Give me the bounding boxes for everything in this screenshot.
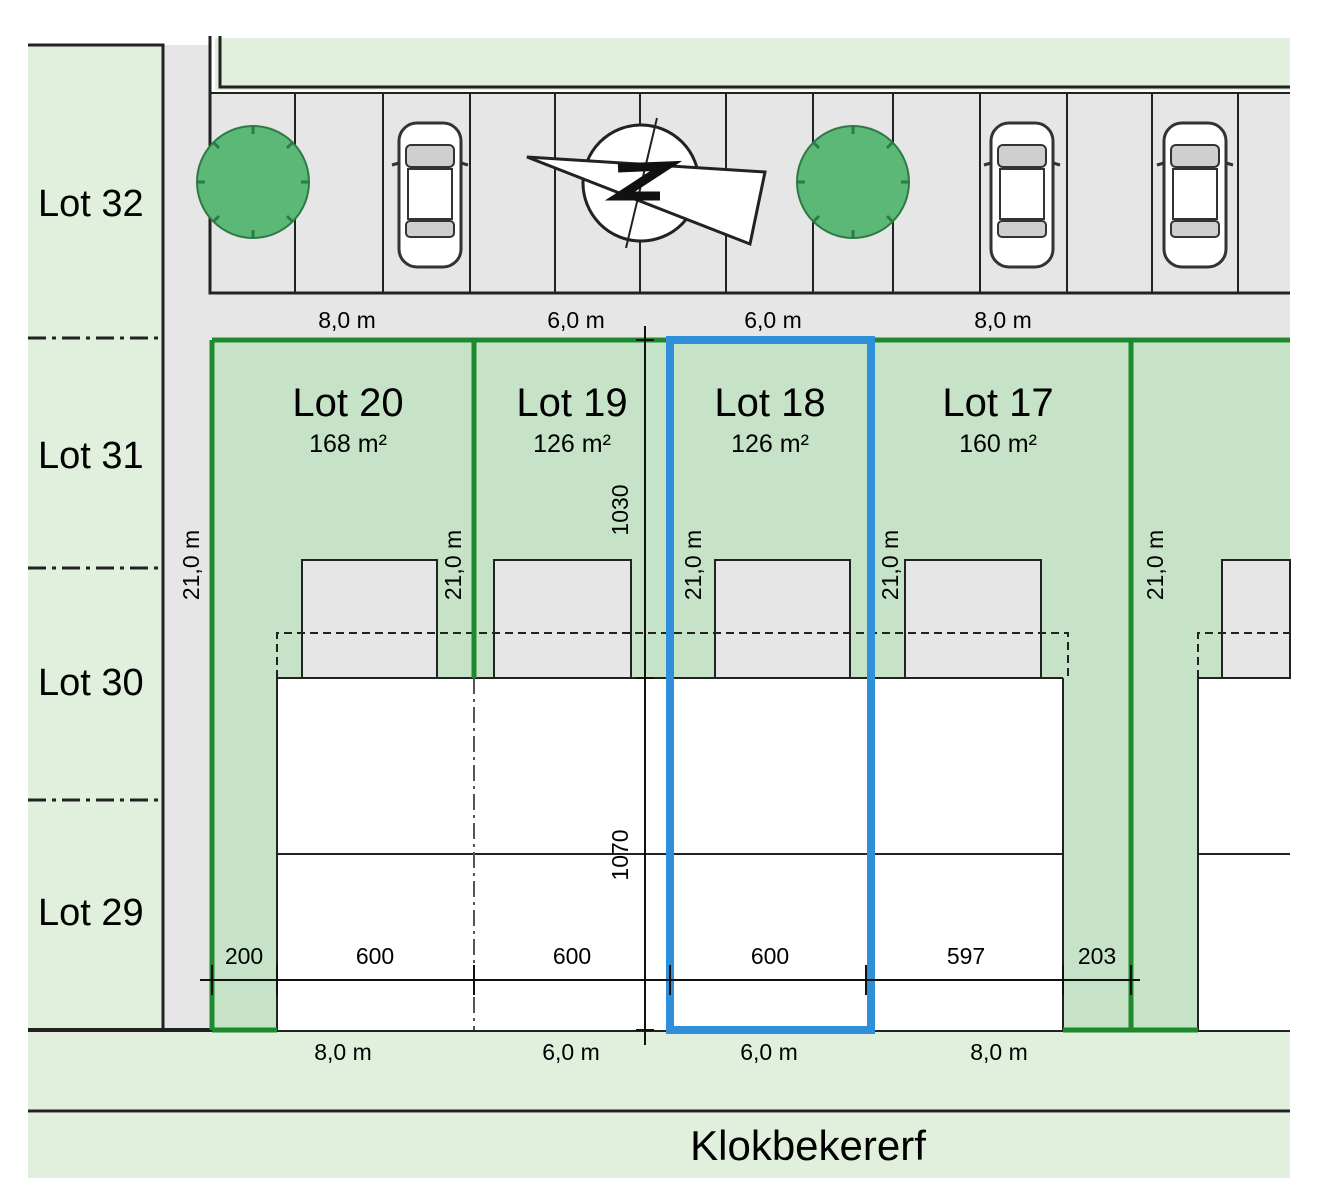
left-green-strip xyxy=(28,45,163,1030)
lot-name: Lot 17 xyxy=(942,381,1053,425)
side-lot-label: Lot 29 xyxy=(38,892,144,934)
width-label: 8,0 m xyxy=(970,1039,1028,1065)
tree-icon xyxy=(195,124,311,240)
house-depth-label: 1070 xyxy=(607,829,633,880)
lot-18-highlight[interactable] xyxy=(666,336,875,1034)
lot-area: 168 m² xyxy=(309,430,387,458)
lot-name: Lot 20 xyxy=(292,381,403,425)
garden-depth-label: 1030 xyxy=(607,484,633,535)
depth-label: 21,0 m xyxy=(440,530,466,600)
width-label: 6,0 m xyxy=(542,1039,600,1065)
frontage-dimension xyxy=(200,965,1140,995)
outer-boundary xyxy=(28,43,165,1030)
north-arrow-icon xyxy=(526,117,767,249)
frontage-label: 600 xyxy=(356,943,394,969)
frontage-label: 597 xyxy=(947,943,985,969)
width-label: 8,0 m xyxy=(314,1039,372,1065)
sheds xyxy=(301,559,1291,679)
depth-label: 21,0 m xyxy=(1142,530,1168,600)
width-label: 6,0 m xyxy=(740,1039,798,1065)
side-lot-label: Lot 32 xyxy=(38,183,144,225)
width-label: 8,0 m xyxy=(318,307,376,333)
lot-name: Lot 19 xyxy=(516,381,627,425)
depth-dimension xyxy=(636,326,654,1045)
frontage-label: 600 xyxy=(553,943,591,969)
lot-area: 160 m² xyxy=(959,430,1037,458)
street-name: Klokbekererf xyxy=(690,1122,926,1169)
car-icon xyxy=(1155,121,1235,269)
width-label: 8,0 m xyxy=(974,307,1032,333)
top-green-strip xyxy=(215,38,1290,90)
width-label: 6,0 m xyxy=(744,307,802,333)
side-lot-label: Lot 31 xyxy=(38,435,144,477)
frontage-label: 200 xyxy=(225,943,263,969)
side-lot-dividers xyxy=(28,336,163,802)
lot-area: 126 m² xyxy=(731,430,809,458)
street-road xyxy=(28,1113,1290,1178)
frontage-label: 600 xyxy=(751,943,789,969)
frontage-label: 203 xyxy=(1078,943,1116,969)
tree-icon xyxy=(795,124,911,240)
depth-label: 21,0 m xyxy=(178,530,204,600)
car-icon xyxy=(390,121,470,269)
depth-label: 21,0 m xyxy=(680,530,706,600)
inner-boundary xyxy=(208,36,1290,295)
lot-area: 126 m² xyxy=(533,430,611,458)
lot-name: Lot 18 xyxy=(714,381,825,425)
top-road-edge xyxy=(218,36,1290,89)
footpath-horizontal xyxy=(163,293,1290,338)
depth-label: 21,0 m xyxy=(877,530,903,600)
width-label: 6,0 m xyxy=(547,307,605,333)
street-verge xyxy=(28,1032,1290,1110)
side-lot-label: Lot 30 xyxy=(38,662,144,704)
car-icon xyxy=(982,121,1062,269)
